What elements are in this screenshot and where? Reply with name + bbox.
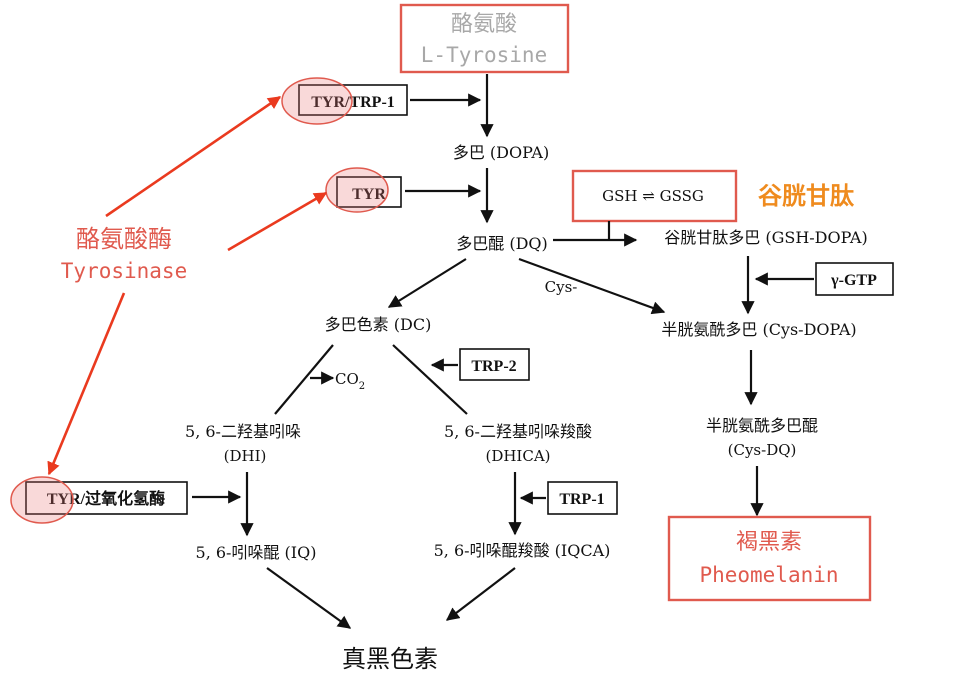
node-cys-dopa: 半胱氨酰多巴 (Cys-DOPA): [661, 320, 856, 339]
node-dopa: 多巴 (DOPA): [453, 143, 549, 162]
node-dhica-abbr: (DHICA): [485, 447, 550, 465]
red-arrow-to-tyr-trp1: [105, 95, 282, 218]
enzyme-tyr: TYR: [352, 186, 386, 203]
tyrosinase-highlight-ellipse-1: [281, 77, 353, 125]
pheomelanin-cn-label: 褐黑素: [736, 530, 802, 555]
enzyme-box-tyr-peroxidase: [25, 481, 188, 515]
enzyme-box-tyr: [336, 176, 402, 208]
tyrosinase-highlight-ellipse-2: [325, 167, 389, 213]
enzyme-trp1: TRP-1: [559, 491, 604, 508]
gsh-gssg-label: GSH ⇌ GSSG: [602, 187, 704, 205]
node-dq: 多巴醌 (DQ): [456, 234, 548, 253]
red-arrow-to-tyr-peroxidase: [47, 292, 126, 476]
tyrosine-cn-label: 酪氨酸: [451, 12, 517, 37]
tyrosinase-cn-label: 酪氨酸酶: [76, 225, 172, 253]
arrow-dc-dhica: [392, 344, 468, 415]
arrow-dq-dc: [387, 258, 467, 308]
enzyme-tyr-trp1: TYR/TRP-1: [311, 94, 395, 111]
tyrosine-highlight-box: [399, 3, 570, 74]
label-cys: Cys-: [545, 278, 578, 296]
arrow-iqca-eumelanin: [445, 567, 516, 621]
node-cys-dq-name: 半胱氨酰多巴醌: [706, 416, 818, 435]
arrow-iq-eumelanin: [266, 567, 352, 629]
node-dc: 多巴色素 (DC): [325, 315, 432, 334]
tyrosine-en-label: L-Tyrosine: [421, 43, 547, 67]
node-iq: 5, 6-吲哚醌 (IQ): [196, 543, 317, 562]
pheomelanin-en-label: Pheomelanin: [699, 563, 838, 587]
node-eumelanin: 真黑色素: [342, 645, 438, 673]
enzyme-tyr-peroxidase: TYR/过氧化氢酶: [47, 489, 165, 508]
node-dhi-abbr: (DHI): [224, 447, 267, 465]
node-cys-dq-abbr: (Cys-DQ): [728, 441, 797, 459]
enzyme-box-ggtp: [815, 262, 894, 296]
gsh-gssg-highlight-box: [571, 169, 738, 223]
enzyme-box-trp1: [547, 481, 618, 515]
enzyme-box-tyr-trp1: [298, 84, 408, 116]
red-arrow-to-tyr: [227, 191, 328, 252]
glutathione-note: 谷胱甘肽: [758, 182, 855, 210]
pheomelanin-highlight-box: [667, 515, 872, 602]
label-co2: CO2: [335, 370, 365, 392]
enzyme-ggtp: γ-GTP: [830, 272, 877, 289]
tyrosinase-en-label: Tyrosinase: [61, 259, 187, 283]
node-iqca: 5, 6-吲哚醌羧酸 (IQCA): [434, 541, 611, 560]
node-dhi-name: 5, 6-二羟基吲哚: [185, 422, 301, 441]
enzyme-box-trp2: [459, 348, 530, 381]
arrow-dc-dhi: [274, 344, 334, 415]
tyrosinase-highlight-ellipse-3: [10, 476, 74, 524]
node-dhica-name: 5, 6-二羟基吲哚羧酸: [444, 422, 592, 441]
enzyme-trp2: TRP-2: [471, 358, 516, 375]
arrow-dq-cys-dopa: [518, 257, 666, 315]
node-gsh-dopa: 谷胱甘肽多巴 (GSH-DOPA): [664, 228, 867, 247]
